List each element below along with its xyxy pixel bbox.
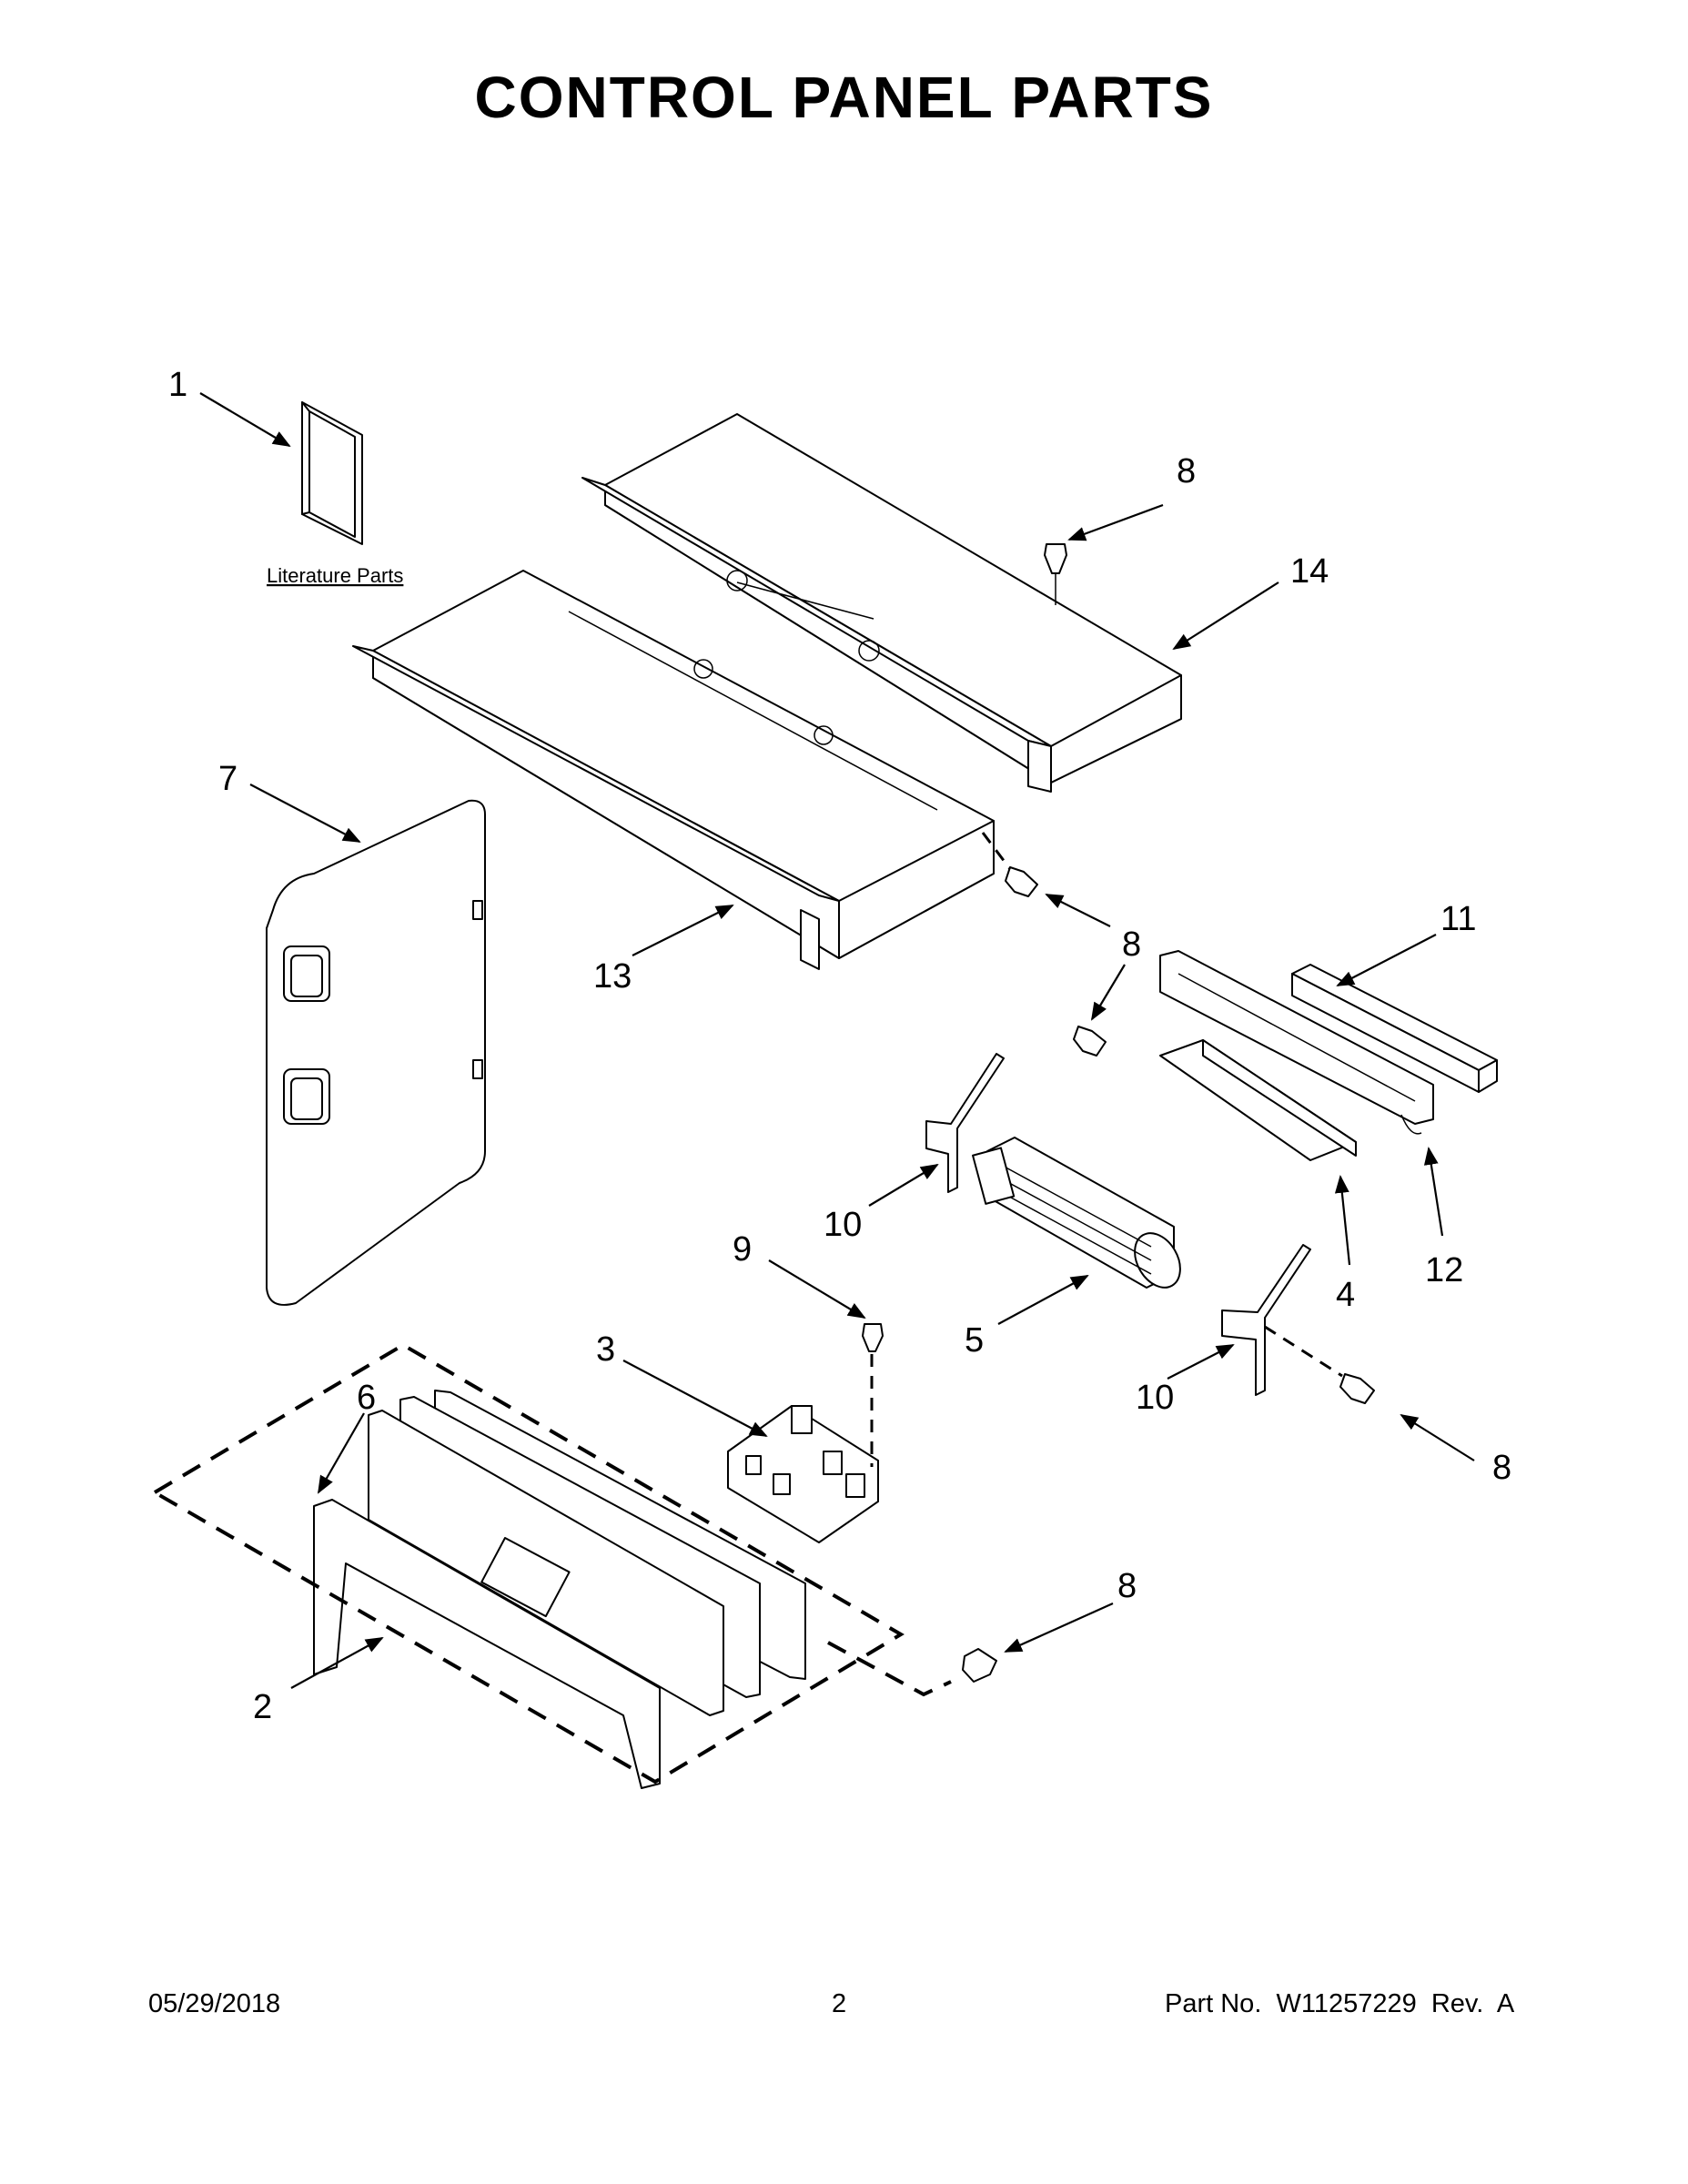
screw-icon — [862, 1323, 884, 1467]
control-panel-assembly-part-6 — [368, 1390, 806, 1716]
screw-icon — [962, 1648, 997, 1683]
callout-12: 12 — [1425, 1251, 1463, 1289]
control-board-part-3 — [727, 1405, 879, 1543]
screw-icon — [1073, 1026, 1107, 1057]
callout-8: 8 — [1122, 925, 1141, 964]
callout-7: 7 — [218, 760, 238, 798]
side-panel-part-7 — [266, 799, 486, 1306]
callout-1: 1 — [168, 366, 187, 404]
leader-lines — [199, 392, 1475, 1689]
callout-10: 10 — [1136, 1379, 1174, 1417]
mounting-bracket-part-10-lower — [1221, 1244, 1311, 1396]
upper-duct-part-14 — [581, 413, 1182, 793]
callout-8: 8 — [1177, 452, 1196, 490]
footer-part-number: Part No. W11257229 Rev. A — [1165, 1989, 1515, 2018]
screw-icon — [1005, 866, 1038, 897]
deflector-part-4 — [1159, 1039, 1357, 1161]
literature-parts-label: Literature Parts — [267, 564, 403, 587]
callout-8: 8 — [1492, 1449, 1511, 1487]
footer-date: 05/29/2018 — [148, 1989, 281, 2018]
callout-13: 13 — [593, 957, 632, 996]
callout-8: 8 — [1117, 1567, 1137, 1605]
page-title: CONTROL PANEL PARTS — [474, 65, 1214, 130]
callout-9: 9 — [733, 1230, 752, 1269]
foam-strip-part-11 — [1291, 964, 1498, 1093]
bracket-channel-part-12 — [1159, 950, 1434, 1135]
blower-fan-part-5 — [972, 1137, 1181, 1289]
callout-3: 3 — [596, 1330, 615, 1369]
assembly-boundary — [153, 832, 1343, 1785]
callout-6: 6 — [357, 1379, 376, 1417]
footer-page-number: 2 — [832, 1989, 847, 2018]
callout-labels: 1 8 14 7 13 8 11 12 4 10 9 5 3 10 8 6 8 … — [168, 366, 1511, 1726]
callout-14: 14 — [1290, 552, 1329, 591]
literature-parts-booklet: Literature Parts — [267, 401, 403, 587]
control-panel-trim-part-2 — [313, 1499, 661, 1789]
callout-2: 2 — [253, 1688, 272, 1726]
screw-icon — [1044, 543, 1067, 605]
callout-11: 11 — [1440, 900, 1476, 938]
mounting-bracket-part-10-upper — [925, 1053, 1005, 1193]
callout-5: 5 — [965, 1321, 984, 1360]
lower-duct-part-13 — [352, 570, 995, 970]
screw-icon — [1339, 1373, 1375, 1404]
callout-10: 10 — [824, 1206, 862, 1244]
callout-4: 4 — [1336, 1276, 1355, 1314]
